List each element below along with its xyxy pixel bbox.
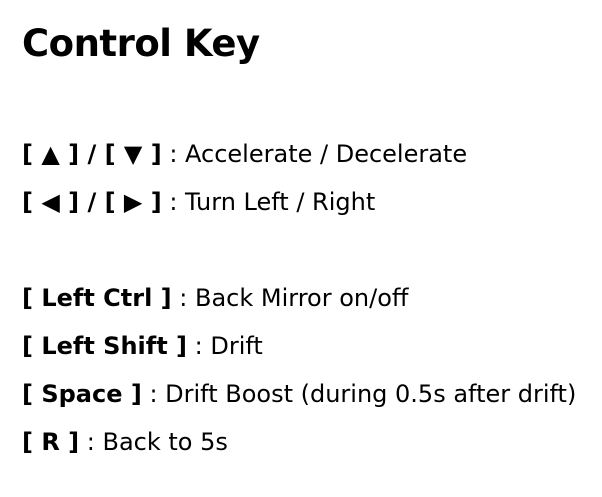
separator: :	[141, 380, 166, 408]
control-row-reset: [ R ] : Back to 5s	[22, 427, 228, 457]
control-row-boost: [ Space ] : Drift Boost (during 0.5s aft…	[22, 379, 576, 409]
page-title: Control Key	[22, 22, 260, 65]
key-left-shift: [ Left Shift ]	[22, 332, 187, 360]
key-left-right: [ ◀ ] / [ ▶ ]	[22, 188, 162, 216]
key-r: [ R ]	[22, 428, 80, 456]
control-row-drift: [ Left Shift ] : Drift	[22, 331, 263, 361]
key-up-down: [ ▲ ] / [ ▼ ]	[22, 140, 162, 168]
description-boost: Drift Boost (during 0.5s after drift)	[165, 380, 577, 408]
control-row-mirror: [ Left Ctrl ] : Back Mirror on/off	[22, 283, 408, 313]
separator: :	[161, 188, 186, 216]
separator: :	[79, 428, 103, 456]
description-reset: Back to 5s	[102, 428, 228, 456]
separator: :	[187, 332, 211, 360]
description-accelerate: Accelerate / Decelerate	[185, 140, 468, 168]
separator: :	[161, 140, 186, 168]
separator: :	[171, 284, 195, 312]
description-drift: Drift	[210, 332, 263, 360]
key-left-ctrl: [ Left Ctrl ]	[22, 284, 172, 312]
control-row-turn: [ ◀ ] / [ ▶ ] : Turn Left / Right	[22, 187, 375, 217]
description-mirror: Back Mirror on/off	[194, 284, 409, 312]
description-turn: Turn Left / Right	[185, 188, 376, 216]
key-space: [ Space ]	[22, 380, 142, 408]
control-row-accelerate: [ ▲ ] / [ ▼ ] : Accelerate / Decelerate	[22, 139, 467, 169]
